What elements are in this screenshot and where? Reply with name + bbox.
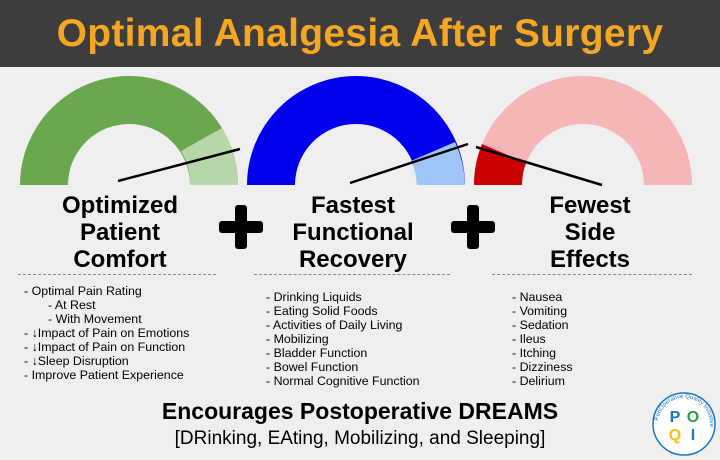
- title-line: Comfort: [73, 246, 167, 273]
- logo-letter: O: [687, 409, 699, 426]
- title-line: Optimized: [61, 192, 178, 219]
- logo-ring: [652, 392, 716, 456]
- list-item: - With Movement: [48, 312, 142, 326]
- gauge-patient-comfort: [20, 76, 241, 185]
- logo-letter: I: [691, 427, 695, 444]
- gauge-fill: [411, 142, 465, 185]
- list-item: - Drinking Liquids: [266, 290, 362, 304]
- down-arrow-icon: ↓: [31, 354, 38, 368]
- logo-letter: P: [670, 409, 681, 426]
- gauge-arc: [247, 76, 465, 185]
- title-line: Fastest: [310, 192, 396, 219]
- list-item: - Improve Patient Experience: [24, 368, 184, 382]
- divider: [254, 274, 450, 275]
- gauge-needle: [475, 145, 603, 187]
- logo-letter: Q: [669, 427, 681, 444]
- list-item-prefix: -: [24, 326, 32, 340]
- list-item: - Mobilizing: [266, 332, 329, 346]
- list-item: - Bladder Function: [266, 346, 368, 360]
- list-item: - At Rest: [48, 298, 96, 312]
- title-line: Fewest: [549, 192, 631, 219]
- plus-icon: [219, 205, 263, 249]
- title-patient-comfort: Optimized Patient Comfort: [20, 192, 220, 273]
- gauge-needle: [349, 142, 469, 185]
- list-item: - ↓Sleep Disruption: [24, 354, 189, 368]
- gauge-side-effects: [474, 76, 692, 187]
- title-line: Recovery: [298, 246, 408, 273]
- divider: [492, 274, 692, 275]
- footer-headline: Encourages Postoperative DREAMS: [161, 398, 559, 424]
- title-side-effects: Fewest Side Effects: [495, 192, 685, 273]
- list-item: - Eating Solid Foods: [266, 304, 378, 318]
- page-title: Optimal Analgesia After Surgery: [56, 11, 664, 55]
- list-item: - Vomiting: [512, 304, 568, 318]
- list-item: - Sedation: [512, 318, 569, 332]
- title-functional-recovery: Fastest Functional Recovery: [253, 192, 453, 273]
- header-banner: Optimal Analgesia After Surgery: [0, 0, 720, 67]
- down-arrow-icon: ↓: [31, 326, 38, 340]
- list-item: - Dizziness: [512, 360, 573, 374]
- list-item: - Activities of Daily Living: [266, 318, 403, 332]
- list-item: - ↓Impact of Pain on Function: [24, 340, 189, 354]
- list-item: - Bowel Function: [266, 360, 359, 374]
- title-line: Effects: [549, 246, 631, 273]
- list-item: - Normal Cognitive Function: [266, 374, 420, 388]
- divider: [18, 274, 216, 275]
- footer-subline: [DRinking, EAting, Mobilizing, and Sleep…: [174, 428, 546, 449]
- down-arrow-icon: ↓: [31, 340, 38, 354]
- list-functional-recovery: - Drinking Liquids - Eating Solid Foods …: [266, 290, 420, 388]
- list-item-text: Sleep Disruption: [37, 354, 129, 368]
- list-patient-comfort: - Optimal Pain Rating - At Rest - With M…: [24, 284, 189, 382]
- plus-icon: [451, 205, 495, 249]
- list-item: - Ileus: [512, 332, 546, 346]
- title-line: Patient: [79, 219, 160, 246]
- gauge-row: [20, 76, 692, 187]
- list-item-text: Impact of Pain on Function: [37, 340, 186, 354]
- list-item: - Itching: [512, 346, 557, 360]
- gauge-arc: [474, 76, 692, 185]
- list-item: - ↓Impact of Pain on Emotions: [24, 326, 189, 340]
- list-item: - Nausea: [512, 290, 563, 304]
- list-item-text: Impact of Pain on Emotions: [37, 326, 190, 340]
- list-item-prefix: -: [24, 340, 32, 354]
- list-item: - Delirium: [512, 374, 566, 388]
- title-line: Functional: [292, 219, 414, 246]
- gauge-functional-recovery: [247, 76, 469, 185]
- list-side-effects: - Nausea - Vomiting - Sedation - Ileus -…: [512, 290, 573, 388]
- poqi-logo: PeriOperative Quality Initiative P O Q I: [652, 392, 716, 456]
- gauge-needle: [117, 147, 241, 183]
- list-item: - Optimal Pain Rating: [24, 284, 142, 298]
- list-item-prefix: -: [24, 354, 32, 368]
- gauge-arc: [20, 76, 238, 185]
- title-line: Side: [564, 219, 616, 246]
- gauge-fill: [474, 144, 526, 185]
